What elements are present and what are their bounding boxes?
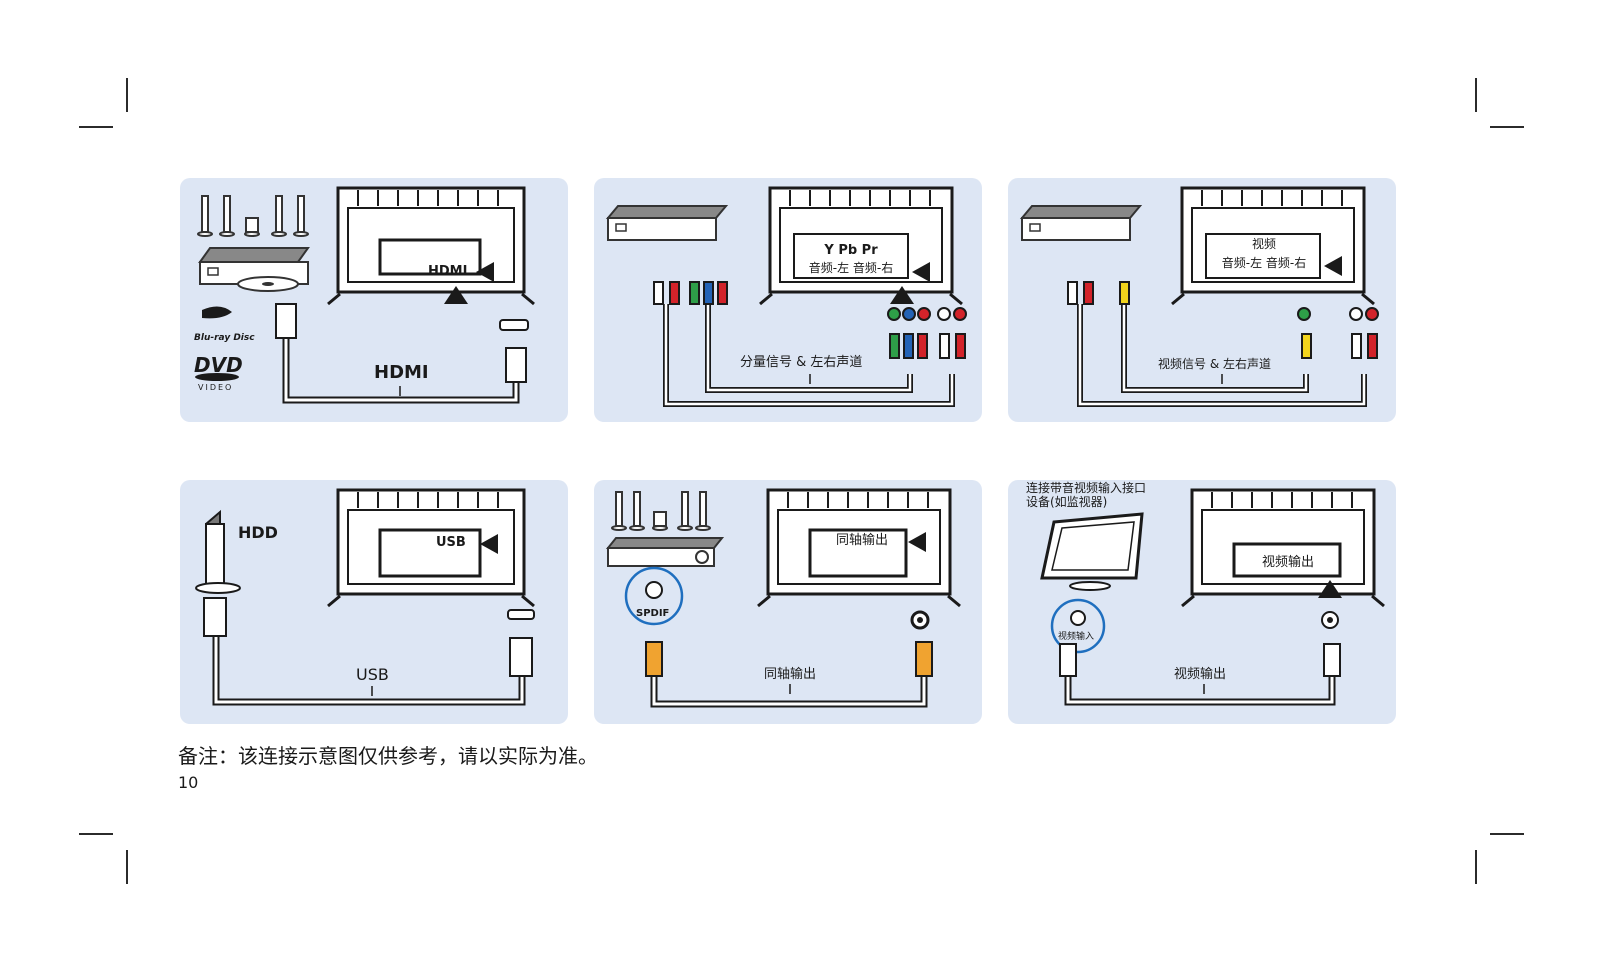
arrow-icon <box>444 286 468 304</box>
monitor-icon <box>1040 512 1144 591</box>
crop-mark <box>1475 78 1477 112</box>
crop-mark <box>79 126 113 128</box>
coax-diagram: SPDIF 同轴输出 同轴输出 <box>605 488 961 708</box>
tv-port-label: 音频-左 音频-右 <box>1222 255 1306 270</box>
cable-label: USB <box>356 665 389 684</box>
bluray-player-icon <box>198 247 310 292</box>
tv-port-label: 视频 <box>1252 236 1276 251</box>
usb-port-icon <box>507 609 535 620</box>
coax-jack-icon <box>645 581 663 599</box>
set-top-box-icon <box>605 205 729 241</box>
spdif-badge: SPDIF <box>636 608 669 619</box>
rca-plug-set-icon <box>653 281 728 305</box>
device-label: HDD <box>238 523 278 542</box>
arrow-icon <box>912 262 930 282</box>
rca-plug-set-icon <box>889 333 966 359</box>
device-label: 连接带音视频输入接口 <box>1026 480 1146 495</box>
dvd-logo: DVD VIDEO <box>194 353 243 392</box>
crop-mark <box>1490 833 1524 835</box>
arrow-icon <box>1318 580 1342 598</box>
usb-diagram: HDD USB USB <box>195 488 535 706</box>
videoout-diagram: 连接带音视频输入接口 设备(如监视器) 视频输入 视频输出 视频输出 <box>1026 480 1385 706</box>
cable-label: 同轴输出 <box>764 666 816 682</box>
hdmi-diagram: Blu-ray Disc DVD VIDEO HDMI HDMI <box>194 186 535 404</box>
coax-plug-icon <box>645 641 663 677</box>
tv-port-label: 视频输出 <box>1262 554 1314 570</box>
rca-plug-set-icon <box>1067 281 1130 305</box>
arrow-icon <box>1324 256 1342 276</box>
tv-back-icon <box>327 488 535 608</box>
footnote: 备注：该连接示意图仅供参考，请以实际为准。 <box>178 744 598 768</box>
cable-label: 分量信号 & 左右声道 <box>740 355 862 370</box>
tv-port-label: Y Pb Pr <box>823 243 878 258</box>
av-receiver-icon <box>605 537 725 567</box>
arrow-icon <box>908 532 926 552</box>
crop-mark <box>126 78 128 112</box>
panel-videoout: 连接带音视频输入接口 设备(如监视器) 视频输入 视频输出 视频输出 <box>1008 480 1396 724</box>
panel-component: Y Pb Pr 音频-左 音频-右 分量信号 & 左右声道 <box>594 178 982 422</box>
bluray-logo: Blu-ray Disc <box>194 306 255 343</box>
rca-plug-set-icon <box>1301 333 1378 359</box>
page-number: 10 <box>178 773 199 792</box>
svg-text:VIDEO: VIDEO <box>198 383 233 392</box>
component-diagram: Y Pb Pr 音频-左 音频-右 分量信号 & 左右声道 <box>605 186 967 407</box>
cable-label: 视频信号 & 左右声道 <box>1158 356 1271 371</box>
tv-port-label: 音频-左 音频-右 <box>809 260 893 275</box>
panel-composite: 视频 音频-左 音频-右 视频信号 & 左右声道 <box>1008 178 1396 422</box>
rca-plug-icon <box>1059 643 1077 677</box>
cable-label: HDMI <box>374 362 429 383</box>
crop-mark <box>79 833 113 835</box>
set-top-box-icon <box>1019 205 1143 241</box>
tv-back-icon <box>1181 488 1385 608</box>
composite-diagram: 视频 音频-左 音频-右 视频信号 & 左右声道 <box>1019 186 1379 407</box>
crop-mark <box>1490 126 1524 128</box>
device-label: 设备(如监视器) <box>1026 494 1107 509</box>
hdmi-plug-icon <box>505 347 527 383</box>
panel-hdmi: Blu-ray Disc DVD VIDEO HDMI HDMI <box>180 178 568 422</box>
usb-plug-icon <box>203 597 227 637</box>
tv-back-icon <box>757 488 961 608</box>
arrow-icon <box>890 286 914 304</box>
tv-back-icon <box>1171 186 1375 306</box>
video-in-badge: 视频输入 <box>1058 630 1094 642</box>
crop-mark <box>126 850 128 884</box>
rca-jack-icon <box>1070 610 1086 626</box>
usb-plug-icon <box>509 637 533 677</box>
tv-port-label: 同轴输出 <box>836 532 888 548</box>
speaker-set-icon <box>611 491 711 531</box>
speaker-set-icon <box>197 195 309 237</box>
hard-drive-icon <box>195 509 241 594</box>
rca-jack-row-icon <box>1297 307 1379 321</box>
tv-back-icon <box>327 186 535 306</box>
rca-jack-row-icon <box>887 307 967 321</box>
rca-plug-icon <box>1323 643 1341 677</box>
panel-usb: HDD USB USB <box>180 480 568 724</box>
crop-mark <box>1475 850 1477 884</box>
tv-port-label: HDMI <box>428 264 467 279</box>
arrow-icon <box>476 262 494 282</box>
tv-port-label: USB <box>436 535 466 550</box>
coax-plug-icon <box>915 641 933 677</box>
svg-text:Blu-ray Disc: Blu-ray Disc <box>194 333 255 343</box>
hdmi-plug-icon <box>275 303 297 339</box>
svg-text:DVD: DVD <box>194 353 243 377</box>
cable-label: 视频输出 <box>1174 666 1226 682</box>
hdmi-port-icon <box>499 319 529 331</box>
panel-coax: SPDIF 同轴输出 同轴输出 <box>594 480 982 724</box>
arrow-icon <box>480 534 498 554</box>
